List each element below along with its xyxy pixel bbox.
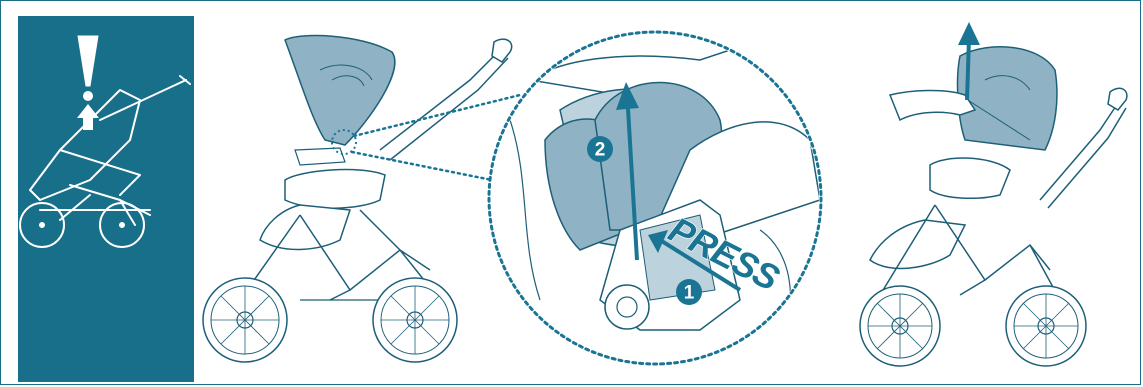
step-1-badge: 1 — [676, 279, 702, 305]
stroller-illustration-left — [203, 36, 512, 362]
step-2-badge: 2 — [587, 136, 613, 162]
svg-text:2: 2 — [595, 140, 606, 161]
panel-stroller-illustration — [20, 76, 190, 247]
arrow-up-icon — [77, 104, 99, 130]
warning-exclamation-icon — [78, 36, 98, 101]
zoom-detail — [489, 32, 830, 364]
stroller-illustration-right — [860, 22, 1127, 366]
svg-text:1: 1 — [684, 283, 695, 304]
